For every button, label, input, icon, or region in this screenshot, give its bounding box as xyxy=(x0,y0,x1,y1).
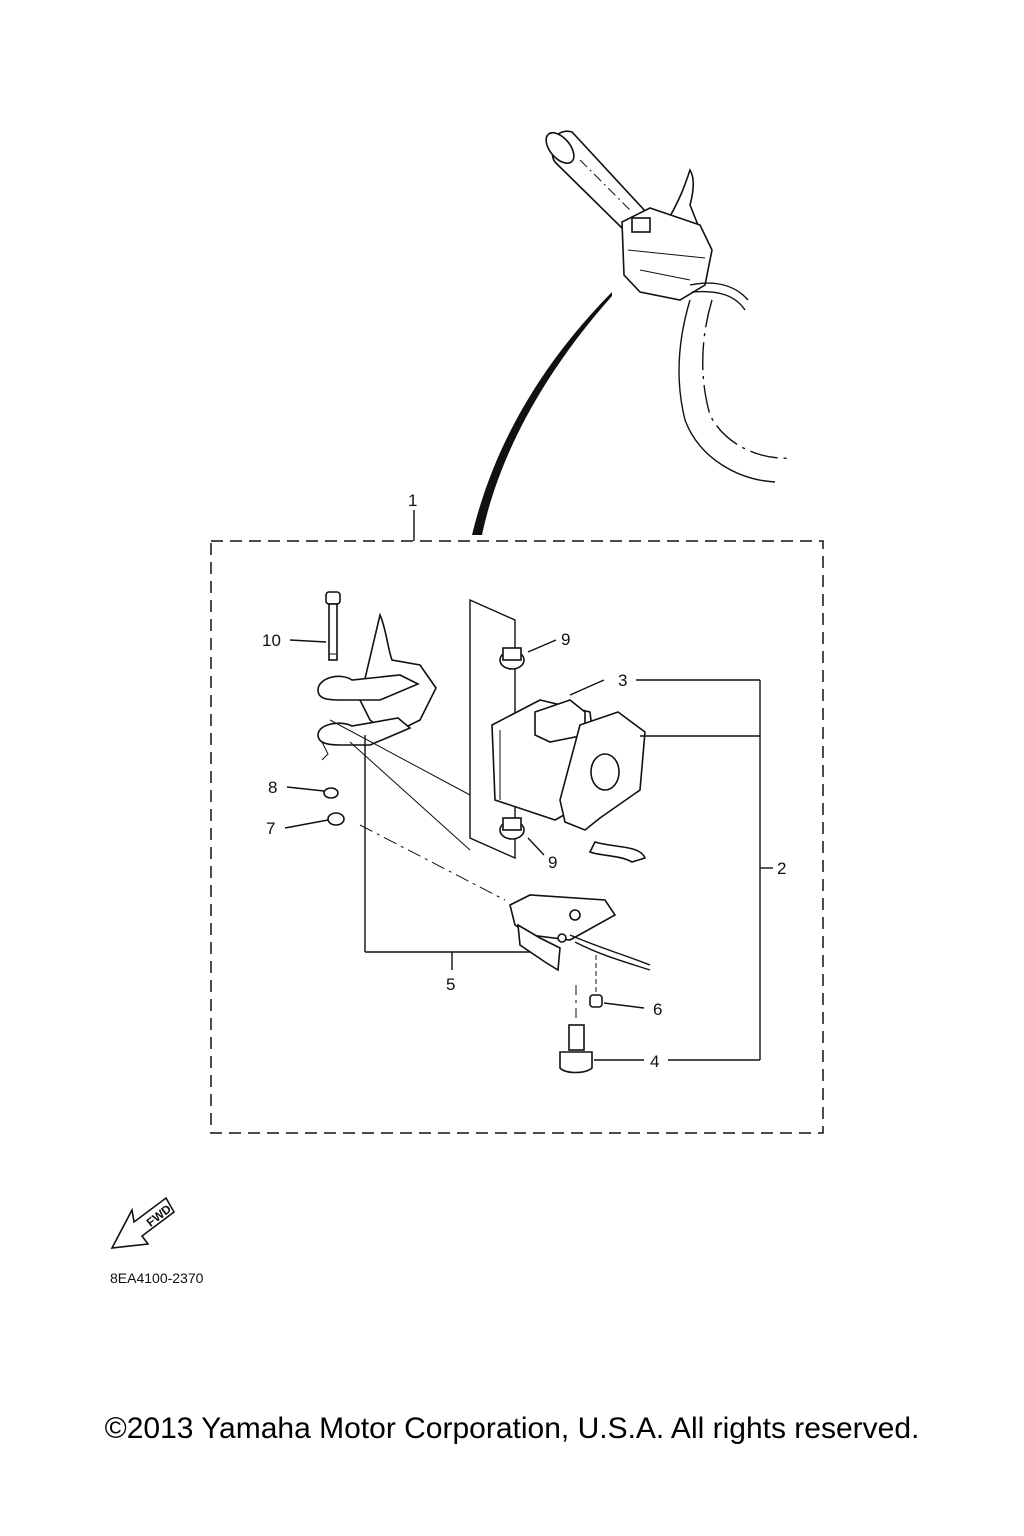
washer-part xyxy=(323,787,339,799)
thick-leader-line xyxy=(472,292,612,535)
fwd-arrow-icon: FWD xyxy=(110,1196,176,1249)
bolt-part xyxy=(559,985,593,1074)
copyright-notice: ©2013 Yamaha Motor Corporation, U.S.A. A… xyxy=(104,1412,920,1445)
callout-2: 2 xyxy=(777,859,786,878)
callout-8: 8 xyxy=(268,778,277,797)
nut-lower xyxy=(499,817,525,840)
callout-9-upper: 9 xyxy=(561,630,570,649)
diagram-code: 8EA4100-2370 xyxy=(110,1270,204,1286)
callout-9-lower: 9 xyxy=(548,853,557,872)
throttle-lever-part xyxy=(317,612,506,901)
circlip-part xyxy=(327,812,345,826)
handlebar-grip-illustration xyxy=(545,130,791,483)
screw-part xyxy=(589,955,603,1008)
switch-housing-part xyxy=(491,699,647,863)
callout-5: 5 xyxy=(446,975,455,994)
callout-6: 6 xyxy=(653,1000,662,1019)
sensor-bracket-part xyxy=(509,894,651,972)
callout-4: 4 xyxy=(650,1052,659,1071)
pin-part xyxy=(325,591,341,661)
assembly-boundary xyxy=(210,540,824,1134)
nut-upper xyxy=(499,647,525,670)
callout-7: 7 xyxy=(266,819,275,838)
callout-1: 1 xyxy=(408,491,417,510)
callout-10: 10 xyxy=(262,631,281,650)
callout-3: 3 xyxy=(618,671,627,690)
